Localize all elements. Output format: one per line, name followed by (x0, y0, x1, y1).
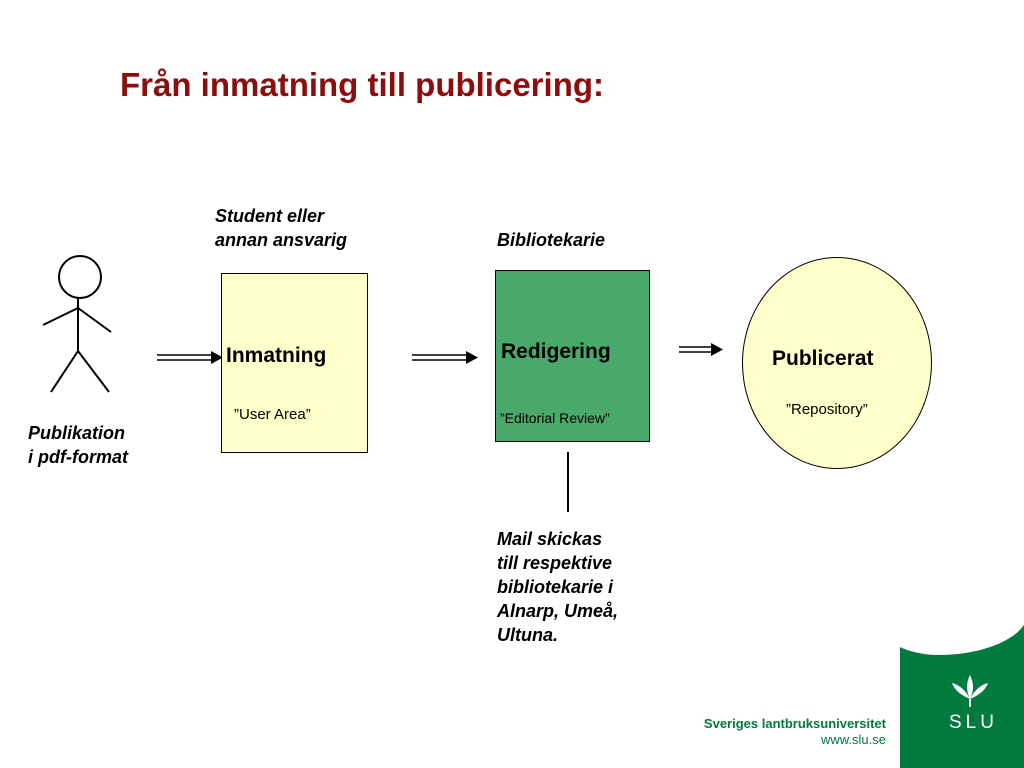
arrow-to-publicerat (679, 343, 723, 356)
university-url: www.slu.se (820, 732, 886, 747)
step-label-publicerat: Publicerat (772, 347, 874, 370)
role-label-bibliotekarie: Bibliotekarie (497, 230, 606, 250)
mail-note: Mail skickas till respektive bibliotekar… (497, 529, 619, 645)
actor-caption: Publikation i pdf-format (28, 423, 128, 467)
page-title: Från inmatning till publicering: (120, 66, 604, 103)
step-label-redigering: Redigering (501, 340, 611, 363)
step-label-inmatning: Inmatning (226, 344, 327, 367)
step-sublabel-user-area: ”User Area” (234, 406, 311, 423)
step-box-inmatning (221, 273, 368, 453)
university-name: Sveriges lantbruksuniversitet (703, 716, 886, 731)
slu-logo-shape (900, 625, 1024, 768)
role-label-student: Student eller annan ansvarig (215, 206, 348, 250)
step-ellipse-publicerat (742, 257, 932, 469)
person-icon (42, 255, 112, 393)
slu-logo-text: SLU (949, 712, 998, 733)
step-box-redigering (495, 270, 650, 442)
step-sublabel-repository: ”Repository” (786, 401, 868, 418)
arrow-to-redigering (412, 351, 478, 364)
arrow-to-inmatning (157, 351, 223, 364)
note-connector-line (567, 452, 569, 512)
step-sublabel-editorial-review: ”Editorial Review” (500, 410, 610, 426)
